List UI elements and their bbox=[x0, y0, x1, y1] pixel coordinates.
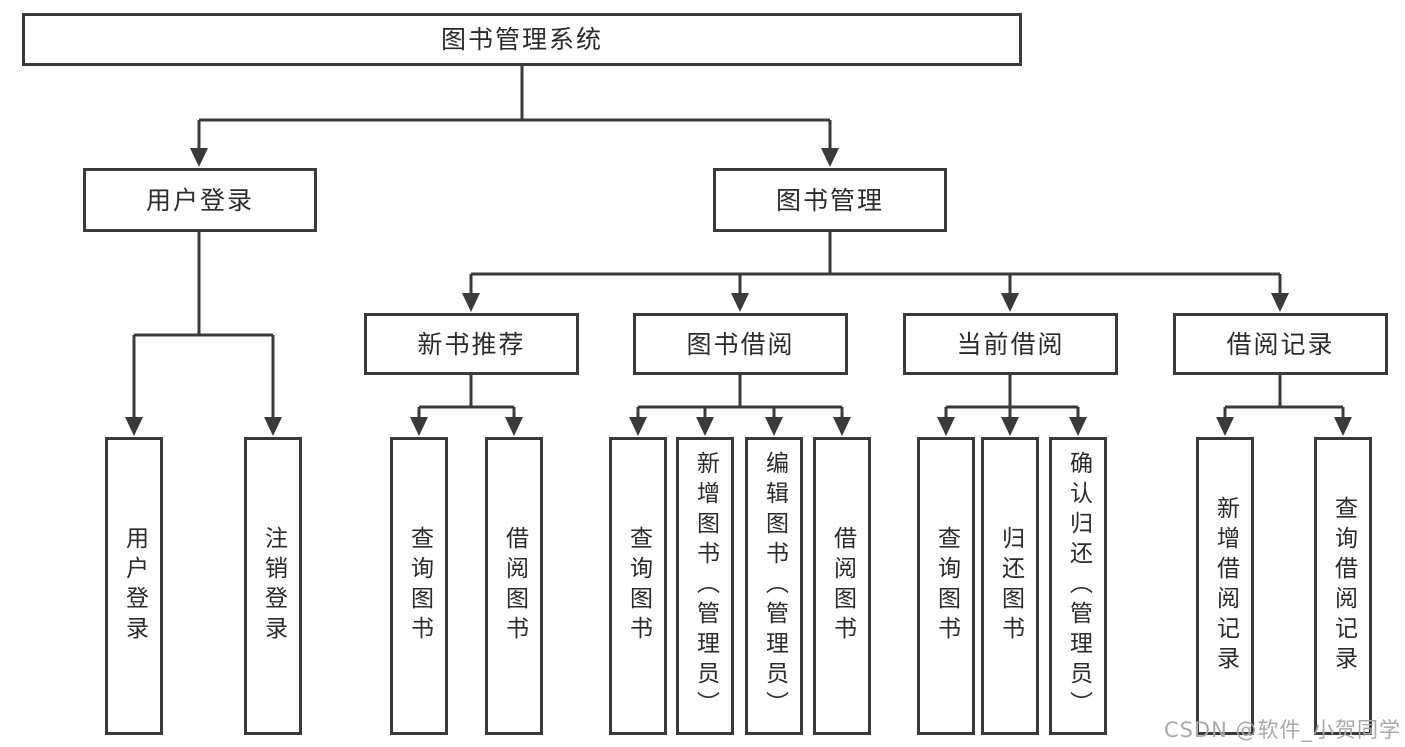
node-book-management: 图书管理 bbox=[713, 168, 947, 232]
node-library-system: 图书管理系统 bbox=[22, 13, 1022, 66]
leaf-add-borrow-record: 新增借阅记录 bbox=[1196, 437, 1254, 735]
node-borrowing-records: 借阅记录 bbox=[1173, 313, 1388, 375]
node-new-book-recommend: 新书推荐 bbox=[364, 313, 579, 375]
arrow-icon bbox=[264, 417, 282, 436]
arrow-icon bbox=[821, 148, 839, 167]
node-label: 新增图书（管理员） bbox=[692, 451, 719, 721]
node-label: 用户登录 bbox=[145, 185, 254, 215]
node-label: 当前借阅 bbox=[956, 329, 1065, 359]
arrow-icon bbox=[1001, 417, 1019, 436]
arrow-icon bbox=[1271, 293, 1289, 312]
arrow-icon bbox=[1216, 417, 1234, 436]
leaf-logout: 注销登录 bbox=[244, 437, 302, 735]
leaf-query-books-recommend: 查询图书 bbox=[390, 437, 448, 735]
leaf-borrow-books-borrowing: 借阅图书 bbox=[813, 437, 871, 735]
node-label: 注销登录 bbox=[260, 526, 287, 646]
leaf-query-borrow-record: 查询借阅记录 bbox=[1314, 437, 1372, 735]
node-label: 查询图书 bbox=[406, 526, 433, 646]
node-label: 查询借阅记录 bbox=[1330, 496, 1357, 676]
arrow-icon bbox=[1334, 417, 1352, 436]
leaf-add-book-admin: 新增图书（管理员） bbox=[676, 437, 734, 735]
node-label: 查询图书 bbox=[933, 526, 960, 646]
node-label: 用户登录 bbox=[121, 526, 148, 646]
leaf-borrow-books-recommend: 借阅图书 bbox=[485, 437, 543, 735]
arrow-icon bbox=[125, 417, 143, 436]
node-label: 新书推荐 bbox=[417, 329, 526, 359]
arrow-icon bbox=[462, 293, 480, 312]
arrow-icon bbox=[190, 148, 208, 167]
arrow-icon bbox=[765, 417, 783, 436]
arrow-icon bbox=[696, 417, 714, 436]
node-label: 归还图书 bbox=[997, 526, 1024, 646]
watermark: CSDN @软件_小贺同学 bbox=[1163, 718, 1401, 742]
arrow-icon bbox=[1001, 293, 1019, 312]
arrow-icon bbox=[410, 417, 428, 436]
leaf-query-books-current: 查询图书 bbox=[917, 437, 975, 735]
node-label: 图书管理 bbox=[775, 185, 884, 215]
arrow-icon bbox=[833, 417, 851, 436]
node-label: 借阅记录 bbox=[1226, 329, 1335, 359]
leaf-query-books-borrowing: 查询图书 bbox=[609, 437, 667, 735]
leaf-return-books: 归还图书 bbox=[981, 437, 1039, 735]
node-label: 借阅图书 bbox=[501, 526, 528, 646]
arrow-icon bbox=[629, 417, 647, 436]
node-book-borrowing: 图书借阅 bbox=[633, 313, 848, 375]
arrow-icon bbox=[1069, 417, 1087, 436]
node-user-login: 用户登录 bbox=[83, 168, 317, 232]
node-label: 图书管理系统 bbox=[440, 25, 603, 54]
leaf-confirm-return-admin: 确认归还（管理员） bbox=[1049, 437, 1107, 735]
node-label: 新增借阅记录 bbox=[1212, 496, 1239, 676]
leaf-edit-book-admin: 编辑图书（管理员） bbox=[745, 437, 803, 735]
arrowheads bbox=[125, 148, 1352, 436]
node-label: 图书借阅 bbox=[686, 329, 795, 359]
arrow-icon bbox=[505, 417, 523, 436]
arrow-icon bbox=[937, 417, 955, 436]
arrow-icon bbox=[731, 293, 749, 312]
node-label: 确认归还（管理员） bbox=[1065, 451, 1092, 721]
node-label: 借阅图书 bbox=[829, 526, 856, 646]
node-current-borrowing: 当前借阅 bbox=[903, 313, 1118, 375]
leaf-user-login: 用户登录 bbox=[105, 437, 163, 735]
node-label: 编辑图书（管理员） bbox=[761, 451, 788, 721]
node-label: 查询图书 bbox=[625, 526, 652, 646]
